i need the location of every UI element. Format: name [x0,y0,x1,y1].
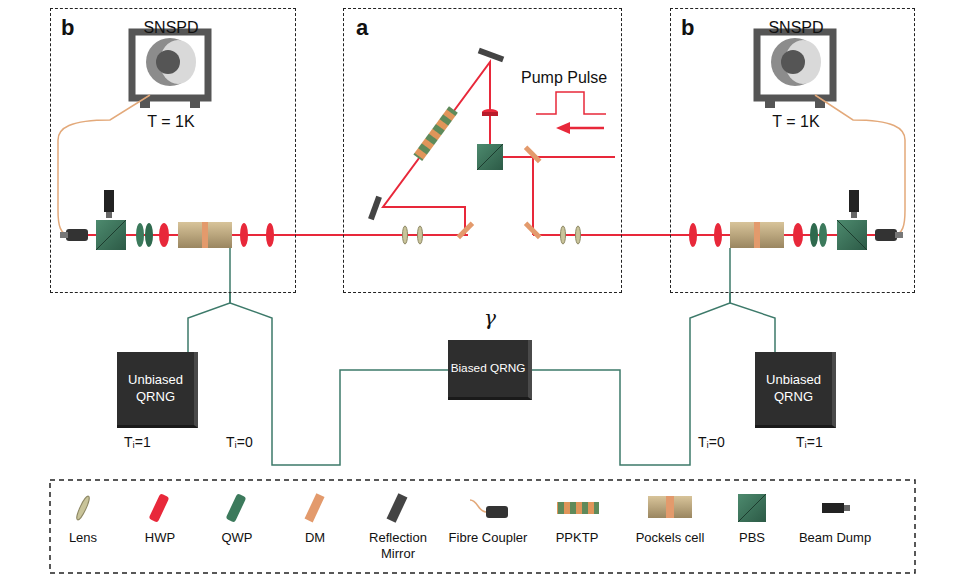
temperature-label: T = 1K [726,113,866,131]
legend-text: Pockels cell [630,530,710,546]
bias-symbol: γ [420,306,560,331]
qrng-box: γBiased QRNG [448,340,532,400]
pump-label: Pump Pulse [521,69,607,87]
legend-text: QWP [197,530,277,546]
setup-panel: b SNSPD T = 1K [50,8,296,293]
switch-label: Tᵢ=0 [226,434,253,450]
legend-text: Fibre Coupler [448,530,528,546]
detector-label: SNSPD [101,19,241,37]
temperature-label: T = 1K [101,113,241,131]
legend-text: HWP [120,530,200,546]
panel-letter: b [681,15,694,41]
control-wire [188,293,230,352]
detector-label: SNSPD [726,19,866,37]
legend-text: Reflection Mirror [358,530,438,561]
switch-label: Tᵢ=0 [698,434,725,450]
panel-letter: b [61,15,74,41]
qrng-box: Unbiased QRNG [117,352,198,428]
control-wire [532,293,730,465]
panel-letter: a [356,15,368,41]
legend-text: Beam Dump [795,530,875,546]
qrng-label: Biased QRNG [451,361,526,376]
switch-label: Tᵢ=1 [796,434,823,450]
source-panel: aPump Pulse [343,8,622,293]
control-wire [730,293,775,352]
setup-panel: b SNSPD T = 1K [670,8,915,293]
legend-text: Lens [43,530,123,546]
qrng-label: Unbiased QRNG [757,372,830,405]
qrng-box: Unbiased QRNG [755,352,836,428]
legend-text: PBS [712,530,792,546]
switch-label: Tᵢ=1 [124,434,151,450]
legend-text: PPKTP [537,530,617,546]
legend-text: DM [275,530,355,546]
control-wire [230,293,448,465]
qrng-label: Unbiased QRNG [119,372,192,405]
